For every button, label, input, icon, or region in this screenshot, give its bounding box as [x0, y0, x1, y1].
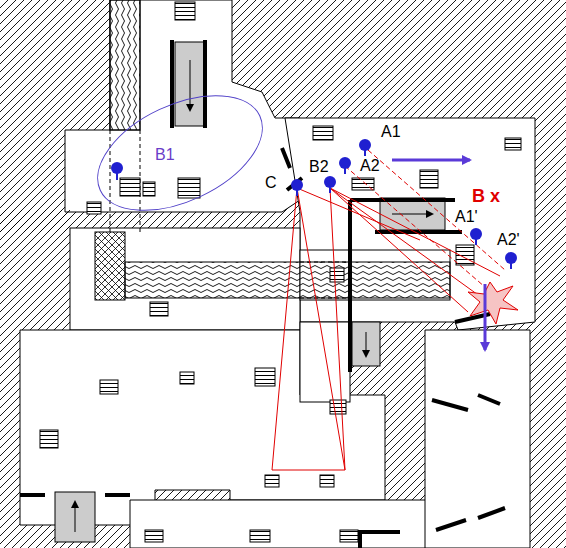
sight-lines — [272, 150, 505, 470]
player-dots — [111, 139, 517, 269]
thick-walls — [20, 40, 505, 548]
position-label: B2 — [309, 158, 329, 176]
elevators — [55, 42, 445, 542]
region-ellipse: B1 — [90, 88, 270, 218]
position-label: B x — [472, 186, 500, 206]
position-label: A2' — [497, 231, 520, 249]
position-label: A1 — [381, 123, 401, 141]
floor-areas — [0, 0, 535, 548]
explosion-mark — [468, 282, 518, 324]
move-arrows — [392, 160, 485, 350]
position-label: A2 — [360, 157, 380, 175]
stairs — [40, 2, 521, 542]
position-label: A1' — [455, 208, 478, 226]
position-label: C — [265, 174, 277, 192]
ellipse-outline — [90, 88, 270, 218]
ellipse-outline — [90, 88, 270, 218]
area-name: B1 — [155, 146, 175, 164]
water-strips — [95, 0, 450, 300]
